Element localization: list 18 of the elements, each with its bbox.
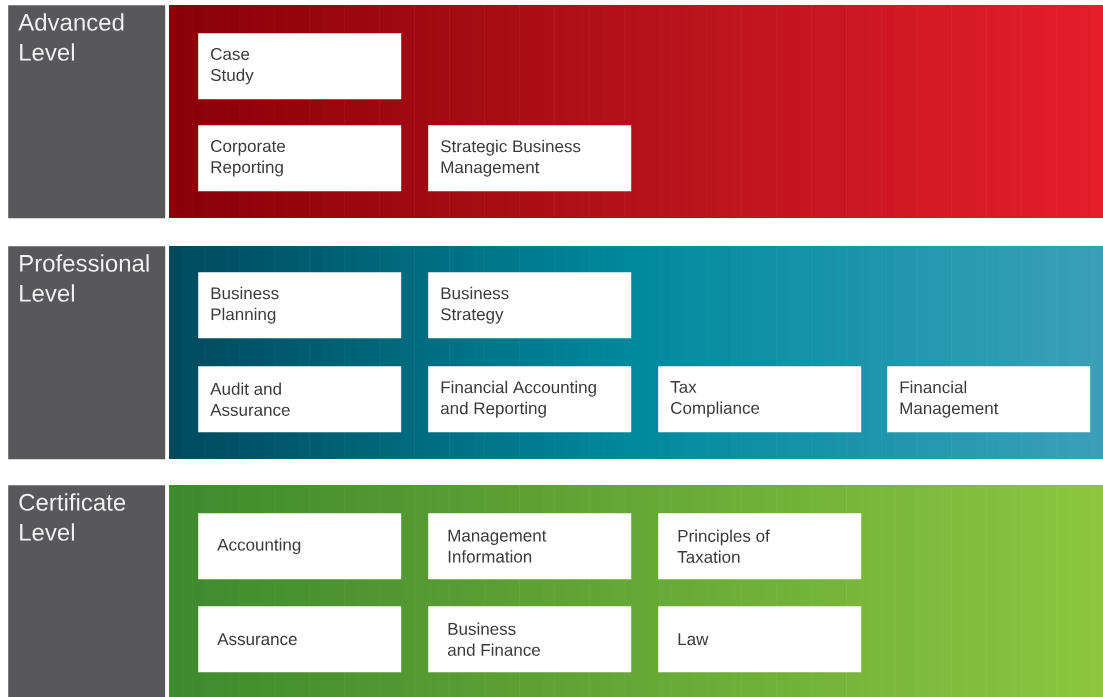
subject-box: Principles of Taxation (658, 513, 862, 580)
subject-box: Business Strategy (428, 272, 632, 339)
level-label: Certificate Level (8, 485, 166, 697)
subject-box: Audit and Assurance (198, 366, 402, 433)
subject-box: Corporate Reporting (198, 125, 402, 192)
subject-box: Business Planning (198, 272, 402, 339)
subject-box: Assurance (198, 606, 402, 673)
subject-box: Financial Management (887, 366, 1091, 433)
level-label: Advanced Level (8, 5, 166, 219)
level-label: Professional Level (8, 246, 166, 460)
subject-box: Strategic Business Management (428, 125, 632, 192)
subject-box: Case Study (198, 33, 402, 100)
subject-box: Accounting (198, 513, 402, 580)
subject-box: Business and Finance (428, 606, 632, 673)
subject-box: Financial Accounting and Reporting (428, 366, 632, 433)
subject-box: Law (658, 606, 862, 673)
subject-box: Management Information (428, 513, 632, 580)
subject-box: Tax Compliance (658, 366, 862, 433)
